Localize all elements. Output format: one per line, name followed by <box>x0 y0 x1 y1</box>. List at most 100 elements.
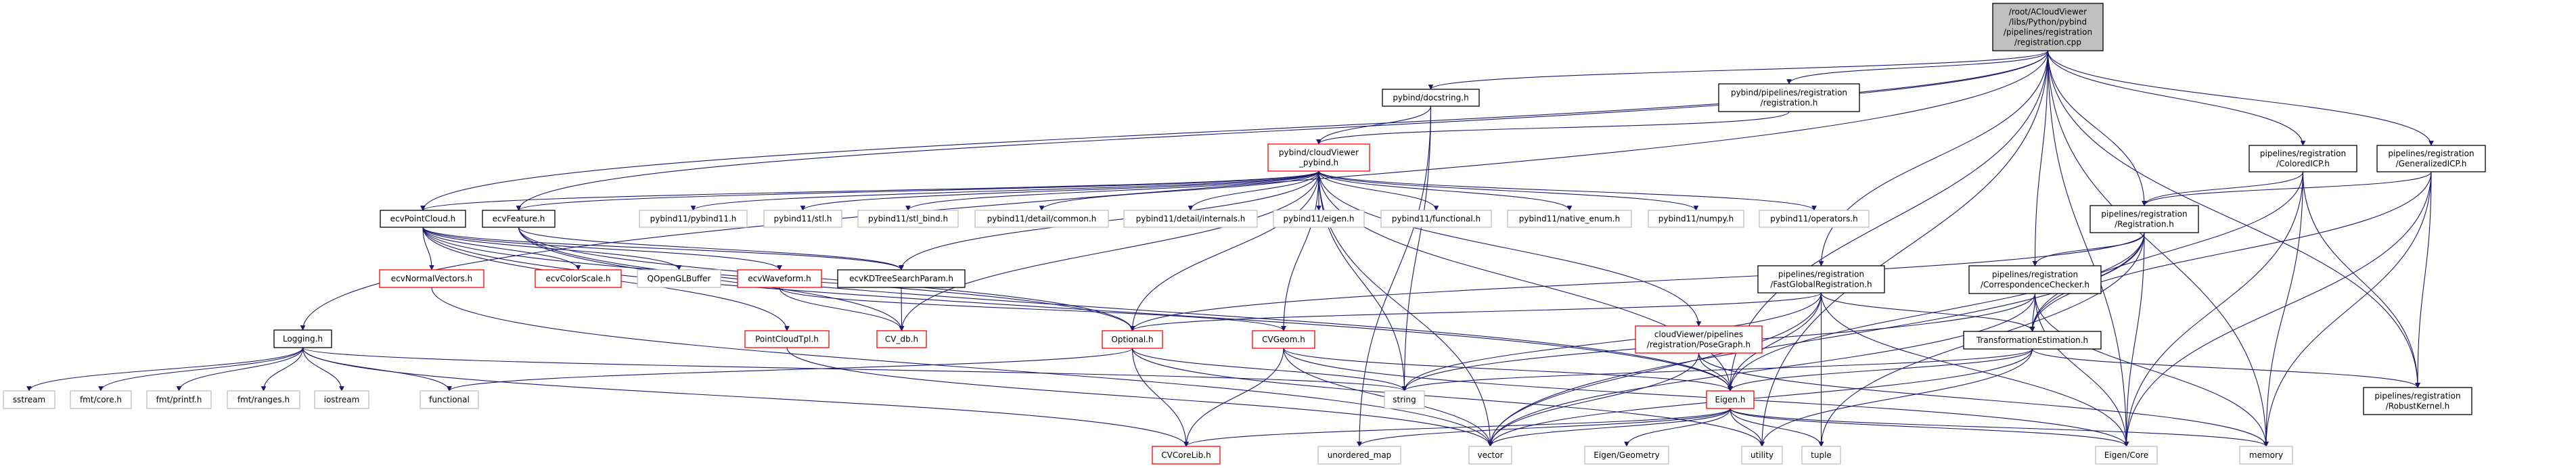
node-docstring[interactable]: pybind/docstring.h <box>1382 89 1480 107</box>
node-label: Eigen/Geometry <box>1594 450 1659 460</box>
node-kdtree[interactable]: ecvKDTreeSearchParam.h <box>837 269 966 288</box>
edge-optional-to-string <box>1131 348 1407 392</box>
edge-cvpy-to-numpy <box>1318 170 1699 211</box>
edge-pc-to-eigenh <box>422 227 1733 392</box>
edge-optional-to-utility <box>1131 348 1765 447</box>
edge-fgr-to-eigencore <box>1820 292 2129 447</box>
node-cvgeom[interactable]: CVGeom.h <box>1252 330 1315 349</box>
node-eigenh[interactable]: Eigen.h <box>1706 390 1755 409</box>
node-label: TransformationEstimation.h <box>1976 335 2088 345</box>
node-pctpl[interactable]: PointCloudTpl.h <box>744 330 830 348</box>
node-label: unordered_map <box>1328 450 1392 460</box>
node-box <box>763 210 842 228</box>
node-eigencore: Eigen/Core <box>2095 446 2158 465</box>
node-label: pipelines/registration <box>2374 392 2460 401</box>
node-feat[interactable]: ecvFeature.h <box>482 210 556 228</box>
node-stl: pybind11/stl.h <box>763 210 842 228</box>
edge-root-to-pyreg <box>1786 50 2049 85</box>
edge-reg-to-optional <box>1129 232 2145 331</box>
node-pyreg[interactable]: pybind/pipelines/registration/registrati… <box>1718 83 1860 112</box>
node-cc[interactable]: pipelines/registration/CorrespondenceChe… <box>1968 265 2102 294</box>
node-label: cloudViewer/pipelines <box>1654 330 1743 340</box>
node-box <box>1123 210 1258 228</box>
edge-eigenh-to-tuple <box>1730 408 1824 447</box>
edges-layer <box>26 50 2434 447</box>
node-box <box>1759 210 1870 228</box>
node-reg[interactable]: pipelines/registration/Registration.h <box>2089 205 2199 233</box>
edge-gicp-to-te <box>2029 171 2432 332</box>
edge-kdtree-to-cvdb <box>899 287 905 331</box>
edge-feat-to-optional <box>518 227 1135 331</box>
node-waveform[interactable]: ecvWaveform.h <box>737 269 822 288</box>
node-functional_h: pybind11/functional.h <box>1380 210 1492 228</box>
node-box <box>1968 265 2102 294</box>
edge-posegraph-to-eigenh <box>1698 352 1733 392</box>
node-qogl: QOpenGLBuffer <box>637 269 721 288</box>
node-label: pybind/pipelines/registration <box>1731 88 1847 97</box>
node-te[interactable]: TransformationEstimation.h <box>1963 331 2102 350</box>
edge-eigenh-to-vector <box>1487 408 1731 447</box>
node-box <box>637 269 721 288</box>
edge-reg-to-cc <box>2032 232 2145 266</box>
node-optional[interactable]: Optional.h <box>1102 330 1163 349</box>
edge-reg-to-vector <box>1487 232 2145 447</box>
edge-docstring-to-string <box>1401 106 1432 392</box>
node-gicp[interactable]: pipelines/registration/GeneralizedICP.h <box>2376 145 2486 172</box>
node-label: /registration.h <box>1761 98 1818 108</box>
node-cicp[interactable]: pipelines/registration/ColoredICP.h <box>2249 145 2357 172</box>
edge-cicp-to-memory <box>2263 171 2304 447</box>
edge-normals-to-vector <box>431 287 1493 447</box>
node-label: pybind11/stl.h <box>774 214 832 224</box>
node-cvcorelib[interactable]: CVCoreLib.h <box>1152 446 1221 465</box>
node-tuple: tuple <box>1801 446 1841 465</box>
node-logging[interactable]: Logging.h <box>273 329 332 348</box>
node-box <box>876 330 927 348</box>
node-label: /registration.cpp <box>2014 38 2081 47</box>
node-box <box>1384 390 1425 409</box>
edge-logging-to-string <box>302 347 1407 392</box>
node-box <box>974 210 1109 228</box>
node-fmtprintf: fmt/printf.h <box>146 390 212 409</box>
edge-cvpy-to-stlbind <box>905 170 1319 211</box>
node-pc[interactable]: ecvPointCloud.h <box>380 210 466 228</box>
edge-optional-to-cvcorelib <box>1131 348 1189 447</box>
node-box <box>2089 205 2199 233</box>
node-stlbind: pybind11/stl_bind.h <box>857 210 959 228</box>
edge-cvgeom-to-eigencore <box>1283 348 2129 447</box>
edge-cicp-to-reg <box>2142 171 2304 206</box>
node-colorscale[interactable]: ecvColorScale.h <box>535 269 622 288</box>
edge-gicp-to-robust <box>2415 171 2432 388</box>
node-cvdb[interactable]: CV_db.h <box>876 330 927 348</box>
node-label: /registration/PoseGraph.h <box>1647 340 1750 350</box>
node-label: tuple <box>1811 450 1832 460</box>
edge-gicp-to-eigencore <box>2123 171 2432 447</box>
node-cvpy[interactable]: pybind/cloudViewer_pybind.h <box>1267 143 1370 172</box>
edge-logging-to-functional <box>302 347 452 392</box>
edge-eigenh-to-eigengeom <box>1624 408 1731 447</box>
node-box <box>1382 89 1480 107</box>
node-robust[interactable]: pipelines/registration/RobustKernel.h <box>2363 387 2472 415</box>
edge-cc-to-vector <box>1487 293 2036 447</box>
edge-eigenh-to-utility <box>1730 408 1765 447</box>
edge-root-to-robust <box>2047 50 2420 388</box>
node-eigengeom: Eigen/Geometry <box>1584 446 1669 465</box>
node-root[interactable]: /root/ACloudViewer/libs/Python/pybind/pi… <box>1992 3 2104 51</box>
node-box <box>737 269 822 288</box>
edge-root-to-pc <box>420 50 2049 211</box>
edge-cvpy-to-stl <box>800 170 1319 211</box>
node-native: pybind11/native_enum.h <box>1507 210 1632 228</box>
edge-fgr-to-eigenh <box>1727 292 1822 392</box>
node-box <box>837 269 966 288</box>
node-box <box>1273 210 1365 228</box>
node-normals[interactable]: ecvNormalVectors.h <box>379 269 484 288</box>
node-umap: unordered_map <box>1317 446 1401 465</box>
node-numpy: pybind11/numpy.h <box>1648 210 1744 228</box>
node-box <box>639 210 748 228</box>
edge-pc-to-normals <box>422 227 434 271</box>
node-fgr[interactable]: pipelines/registration/FastGlobalRegistr… <box>1757 265 1885 294</box>
node-box <box>2095 446 2158 465</box>
node-sstream: sstream <box>3 390 55 409</box>
node-posegraph[interactable]: cloudViewer/pipelines/registration/PoseG… <box>1635 325 1763 354</box>
edge-cvpy-to-cvgeom <box>1281 170 1319 331</box>
edge-te-to-string <box>1401 348 2033 392</box>
